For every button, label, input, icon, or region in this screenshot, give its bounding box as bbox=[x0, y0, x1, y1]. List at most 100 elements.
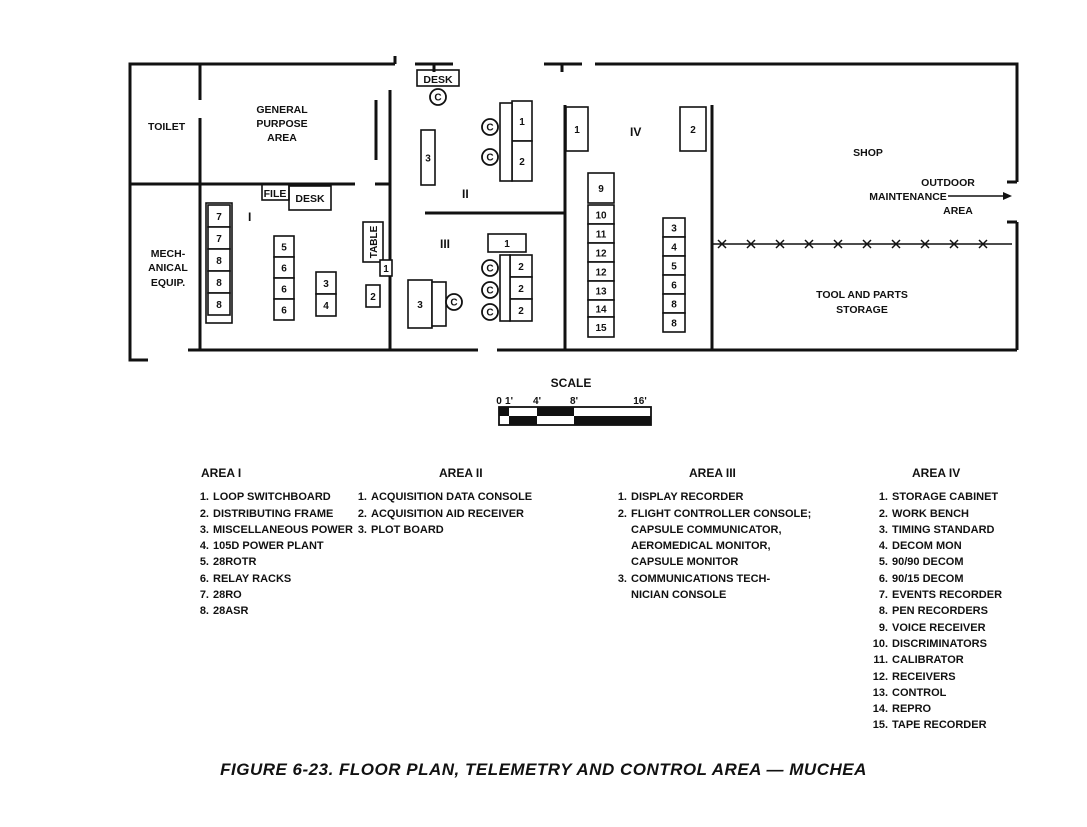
legend-item: 4.105D POWER PLANT bbox=[193, 538, 353, 554]
legend-item: 7.28RO bbox=[193, 587, 353, 603]
a2-console-0-label: 1 bbox=[519, 117, 525, 128]
legend-item: 1.STORAGE CABINET bbox=[872, 489, 1002, 505]
legend-item-number: 8. bbox=[199, 605, 209, 618]
a1-col3-unit-1-label: 4 bbox=[323, 301, 329, 312]
legend-title: AREA IV bbox=[912, 466, 961, 480]
legend-item: 14.REPRO bbox=[872, 701, 1002, 717]
chair-0 bbox=[429, 88, 447, 106]
legend-item: 2.DISTRIBUTING FRAME bbox=[193, 506, 353, 522]
fence-x-mark bbox=[891, 239, 901, 249]
chair-6 bbox=[481, 303, 499, 321]
legend-item-number: 10. bbox=[872, 637, 888, 650]
legend-item: 7.EVENTS RECORDER bbox=[872, 587, 1002, 603]
a1-table-unit-1-label: 2 bbox=[370, 292, 376, 303]
fence-x-mark bbox=[978, 239, 988, 249]
a4-rack1-mid-3-label: 12 bbox=[595, 268, 607, 279]
a2-plot-box bbox=[420, 129, 436, 186]
legend-item: 2. FLIGHT CONTROLLER CONSOLE; CAPSULE COM… bbox=[611, 506, 811, 571]
a1-left-unit-4-box bbox=[207, 292, 231, 316]
top-desk bbox=[416, 69, 460, 87]
fence-x-mark bbox=[949, 239, 959, 249]
mechanical-line-2: ANICAL bbox=[148, 262, 188, 274]
legend-item-text: 28ROTR bbox=[213, 556, 257, 569]
tool-storage-line-1: TOOL AND PARTS bbox=[816, 289, 908, 301]
legend-item-text: WORK BENCH bbox=[892, 507, 969, 520]
a4-rack2-unit-1-label: 4 bbox=[671, 243, 677, 254]
legend-item-number: 3. bbox=[617, 572, 627, 585]
legend-item: 3.PLOT BOARD bbox=[351, 522, 532, 538]
top-desk-label: DESK bbox=[423, 74, 453, 86]
shop-label: SHOP bbox=[853, 147, 883, 159]
mechanical-line-3: EQUIP. bbox=[151, 277, 185, 289]
chair-label-4: C bbox=[486, 264, 493, 275]
fence-line bbox=[712, 239, 1012, 249]
legend-item-number: 15. bbox=[872, 719, 888, 732]
scale-tick-3: 8' bbox=[570, 396, 578, 407]
mechanical-line-1: MECH- bbox=[151, 248, 186, 260]
a3-console-2-label: 2 bbox=[518, 306, 524, 317]
a3-recorder-box bbox=[487, 233, 527, 253]
legend-column-3: AREA III 1.DISPLAY RECORDER 2. FLIGHT CONTR… bbox=[611, 465, 811, 603]
scale-tick-2: 4' bbox=[533, 396, 541, 407]
a4-rack1-7-label: 15 bbox=[595, 323, 607, 334]
a2-plot-label: 3 bbox=[425, 154, 431, 165]
legend-item-text: FLIGHT CONTROLLER CONSOLE; CAPSULE COMMU… bbox=[631, 507, 812, 569]
legend-item: 1.DISPLAY RECORDER bbox=[611, 489, 811, 505]
walls bbox=[128, 56, 1019, 362]
legend-item-number: 8. bbox=[878, 605, 888, 618]
a3-tech-desk bbox=[431, 281, 447, 327]
a1-col3-unit-1-box bbox=[315, 293, 337, 317]
a4-rack2-unit-4-label: 8 bbox=[671, 300, 677, 311]
legend-title: AREA III bbox=[689, 466, 736, 480]
a3-console-1-label: 2 bbox=[518, 284, 524, 295]
legend-item: 2.ACQUISITION AID RECEIVER bbox=[351, 506, 532, 522]
legend-item-number: 6. bbox=[199, 572, 209, 585]
a4-rack2-unit-3-label: 6 bbox=[671, 281, 677, 292]
a1-col2-unit-1-label: 6 bbox=[281, 264, 287, 275]
legend-item: 13.CONTROL bbox=[872, 685, 1002, 701]
a4-rack2-unit-2-label: 5 bbox=[671, 262, 677, 273]
chair-label-1: C bbox=[486, 123, 493, 134]
legend-item-text: LOOP SWITCHBOARD bbox=[213, 491, 331, 504]
legend-item-text: 90/15 DECOM bbox=[892, 572, 964, 585]
a1-col2-unit-2-label: 6 bbox=[281, 285, 287, 296]
a4-rack2-unit-0-label: 3 bbox=[671, 224, 677, 235]
scale-seg-top-0 bbox=[499, 407, 509, 416]
chair-1 bbox=[481, 118, 499, 136]
legend-item-text: 28RO bbox=[213, 589, 242, 602]
scale-seg-top-1 bbox=[509, 416, 537, 425]
a1-left-unit-4-label: 8 bbox=[216, 300, 222, 311]
legend-item: 8.PEN RECORDERS bbox=[872, 603, 1002, 619]
a4-rack1-mid-1-label: 11 bbox=[596, 230, 607, 241]
fence-x-mark bbox=[804, 239, 814, 249]
outdoor-line-2: MAINTENANCE bbox=[869, 191, 947, 203]
chair-label-6: C bbox=[486, 308, 493, 319]
toilet-label: TOILET bbox=[148, 121, 186, 133]
scale-tick-0: 0 bbox=[496, 396, 502, 407]
legend-item: 3. COMMUNICATIONS TECH- NICIAN CONSOLE bbox=[611, 571, 811, 604]
legend-item: 15.TAPE RECORDER bbox=[872, 717, 1002, 733]
scale-title: SCALE bbox=[551, 376, 592, 390]
legend-item-text: ACQUISITION DATA CONSOLE bbox=[371, 491, 533, 504]
fence-x-mark bbox=[833, 239, 843, 249]
legend-item-number: 2. bbox=[617, 507, 627, 520]
a4-rack1-mid-2-label: 12 bbox=[595, 249, 607, 260]
floor-plan: TOILET GENERAL PURPOSE AREA MECH- ANICAL… bbox=[128, 56, 1019, 426]
legend-item-text: COMMUNICATIONS TECH- NICIAN CONSOLE bbox=[631, 572, 771, 602]
a4-rack1-mid-0-label: 10 bbox=[595, 211, 607, 222]
chair-label-2: C bbox=[486, 153, 493, 164]
a1-table-unit-0-label: 1 bbox=[383, 264, 389, 275]
legend-item-number: 4. bbox=[199, 540, 209, 553]
a2-console-1-label: 2 bbox=[519, 157, 525, 168]
a4-bench-label: 2 bbox=[690, 125, 696, 136]
a1-left-unit-0-label: 7 bbox=[216, 212, 222, 223]
general-purpose-line-1: GENERAL bbox=[256, 104, 308, 116]
a4-rack1-mid-4-label: 13 bbox=[595, 287, 607, 298]
area-four-mark: IV bbox=[630, 125, 641, 139]
legend-item-number: 12. bbox=[872, 670, 888, 683]
outdoor-line-3: AREA bbox=[943, 205, 973, 217]
